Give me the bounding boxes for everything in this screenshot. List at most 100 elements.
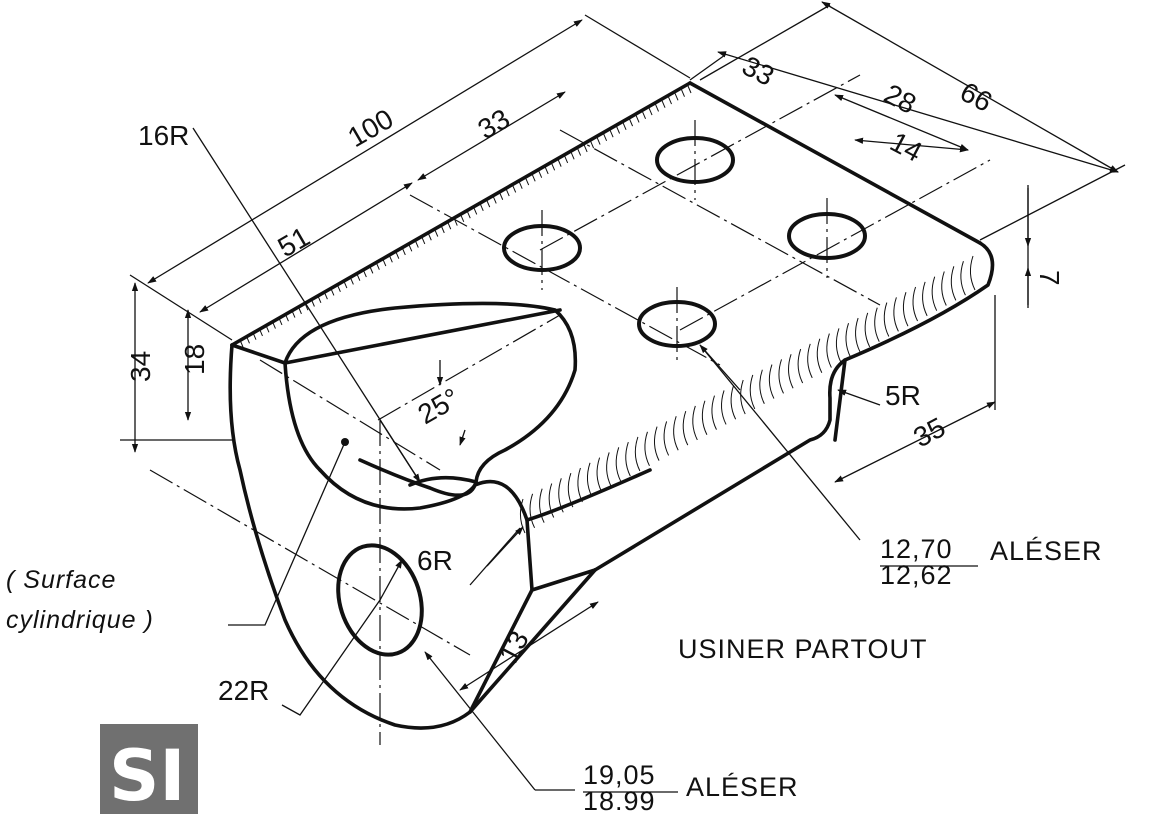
notes: 12,70 12,62 ALÉSER USINER PARTOUT 19,05 … [6, 534, 1103, 816]
shading-arc [826, 333, 832, 368]
cylinder-shading [519, 255, 976, 534]
texture-tick [434, 229, 439, 237]
dim-25-deg: 25° [413, 382, 465, 430]
si-badge-label: SI [109, 735, 185, 817]
texture-tick [635, 115, 640, 123]
general-note: USINER PARTOUT [678, 634, 928, 664]
dim-51: 51 [273, 221, 315, 263]
shading-arc [615, 447, 622, 482]
small-hole-upper-tol: 12,70 [880, 534, 953, 564]
shading-arc [692, 405, 698, 441]
bore-lower-tol: 18.99 [583, 786, 656, 816]
small-hole-lower-tol: 12,62 [880, 560, 953, 590]
texture-tick [622, 122, 627, 131]
shading-arc [807, 343, 813, 379]
dim-14: 14 [885, 126, 927, 168]
texture-tick [616, 126, 621, 134]
shading-arc [740, 379, 746, 415]
texture-tick [577, 148, 582, 156]
surface-note-line1: ( Surface [6, 566, 116, 594]
small-hole-operation: ALÉSER [990, 536, 1103, 566]
top-face-left-edge [230, 81, 692, 347]
right-end-face [593, 241, 995, 572]
texture-tick [681, 89, 685, 97]
left-end-side [283, 361, 322, 472]
texture-tick [609, 129, 614, 138]
recess-inner-curve [408, 475, 478, 487]
shading-arc [768, 364, 775, 399]
texture-tick [570, 152, 575, 160]
texture-tick [401, 247, 406, 256]
texture-tick [356, 273, 361, 281]
dim-18: 18 [179, 344, 210, 375]
texture-tick [382, 258, 387, 267]
shading-arc [759, 369, 765, 404]
texture-tick [239, 339, 244, 348]
shading-arc [567, 472, 574, 508]
texture-tick [375, 262, 380, 270]
shading-arc [749, 374, 756, 410]
shading-arc [654, 426, 660, 461]
texture-tick [674, 93, 679, 101]
bore-upper-tol: 19,05 [583, 760, 656, 790]
texture-tick [369, 266, 374, 274]
shading-arc [701, 400, 708, 435]
surface-leader-dot [341, 438, 349, 446]
texture-tick [505, 188, 510, 197]
texture-tick [427, 233, 432, 241]
texture-tick [551, 163, 556, 171]
si-badge: SI [100, 724, 198, 817]
left-end-top [230, 343, 287, 365]
texture-tick [655, 104, 659, 112]
texture-tick [246, 336, 250, 344]
shading-arc [883, 302, 890, 337]
part-outline [228, 81, 995, 730]
shading-arc [969, 255, 976, 291]
dim-100: 100 [343, 103, 399, 153]
shading-arc [577, 467, 583, 503]
shading-arc [874, 307, 880, 342]
dim-33-width: 33 [737, 50, 779, 92]
shading-arc [673, 416, 679, 451]
texture-tick [564, 155, 569, 164]
dim-5r: 5R [885, 380, 921, 411]
shading-arc [606, 452, 612, 487]
shading-arc [922, 281, 928, 317]
shading-arc [539, 488, 545, 523]
si-badge-background [100, 724, 198, 814]
texture-tick [661, 100, 666, 108]
dim-34: 34 [125, 351, 156, 382]
shading-arc [519, 498, 526, 534]
texture-tick [596, 137, 601, 145]
dim-6r: 6R [417, 545, 453, 576]
left-end-outline [228, 343, 597, 730]
dimension-lines [120, 1, 1126, 791]
texture-tick [259, 328, 263, 337]
dim-28: 28 [879, 78, 921, 120]
texture-tick [466, 210, 471, 219]
texture-tick [492, 196, 497, 204]
shading-arc [864, 312, 871, 348]
step-shoulder [833, 358, 847, 442]
texture-tick [421, 236, 426, 245]
shading-arc [711, 395, 717, 430]
shading-arc [663, 421, 670, 456]
dim-16r: 16R [138, 120, 189, 151]
shading-arc [625, 441, 631, 477]
shading-arc [730, 385, 737, 420]
texture-tick [479, 203, 484, 211]
surface-note-line2: cylindrique ) [6, 606, 154, 634]
dimension-text: 100 51 33 66 33 28 14 34 18 7 35 13 25° … [125, 50, 1065, 706]
texture-tick [278, 317, 283, 326]
shading-arc [529, 493, 536, 529]
shading-arc [912, 286, 919, 322]
texture-tick [518, 181, 523, 189]
texture-tick [544, 166, 549, 175]
dim-35: 35 [908, 411, 950, 453]
shading-arc [548, 483, 555, 518]
texture-tick [648, 107, 653, 116]
texture-tick [395, 251, 400, 259]
shading-arc [931, 276, 938, 311]
texture-tick [629, 118, 634, 127]
